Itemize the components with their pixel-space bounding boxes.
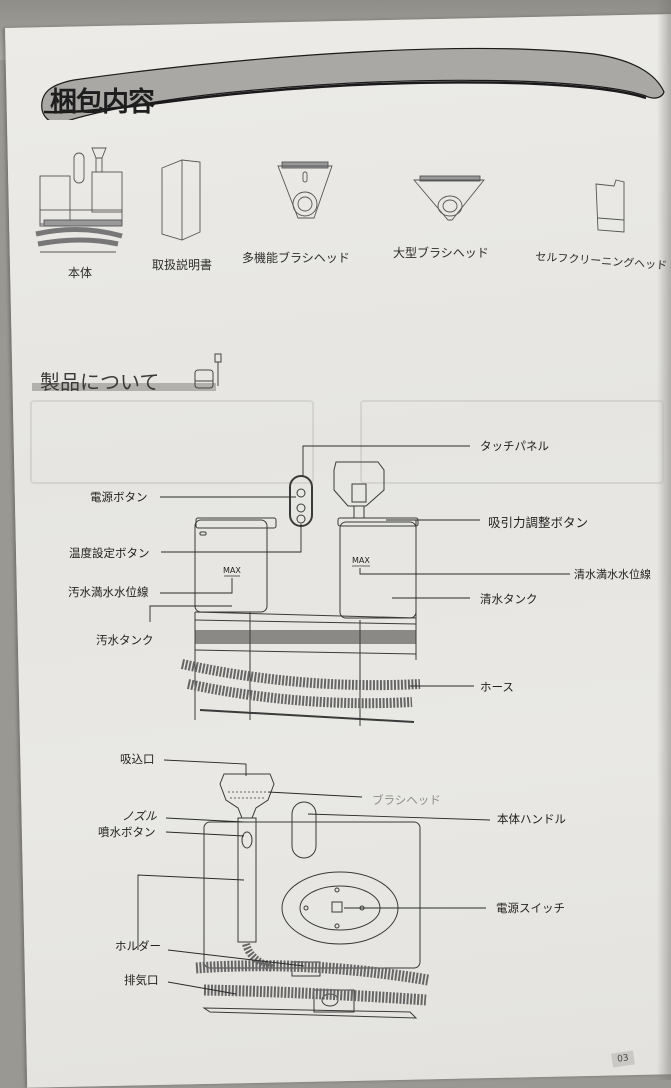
section-title-underline <box>32 383 216 391</box>
max-mark-clean: MAX <box>352 556 370 565</box>
package-item-label: 本体 <box>68 266 93 280</box>
callout-body-handle: 本体ハンドル <box>497 812 566 826</box>
callout-dirty-tank: 汚水タンク <box>96 633 154 647</box>
callout-suction-button: 吸引力調整ボタン <box>488 515 589 530</box>
callout-clean-tank: 清水タンク <box>480 592 538 606</box>
multi-brush-head-icon <box>277 161 333 219</box>
max-mark-dirty: MAX <box>223 566 241 575</box>
callout-temp-button: 温度設定ボタン <box>69 546 150 560</box>
package-contents-title: 梱包内容 <box>50 87 155 118</box>
hose-coil-back <box>195 942 429 1006</box>
package-item-label: 多機能ブラシヘッド <box>242 251 350 265</box>
package-item-label: 大型ブラシヘッド <box>393 246 489 260</box>
callout-exhaust: 排気口 <box>124 973 159 987</box>
callout-nozzle: ノズル <box>122 809 157 823</box>
callout-spray-button: 噴水ボタン <box>98 825 156 839</box>
callout-holder: ホルダー <box>115 939 161 953</box>
callout-power-switch: 電源スイッチ <box>496 901 565 915</box>
bleed-through-box <box>360 400 664 484</box>
callout-hose: ホース <box>480 680 514 694</box>
vacuum-unit-icon <box>35 147 123 253</box>
package-item-label: 取扱説明書 <box>152 258 213 272</box>
section-banner-package <box>41 47 665 120</box>
callout-dirty-max-line: 汚水満水水位線 <box>68 585 149 599</box>
callout-brush-head: ブラシヘッド <box>372 793 441 807</box>
self-cleaning-head-icon <box>595 179 625 233</box>
callout-power-button: 電源ボタン <box>90 490 148 504</box>
bleed-through-box <box>30 400 314 484</box>
callout-intake: 吸込口 <box>120 752 155 766</box>
large-brush-head-icon <box>413 175 485 221</box>
manual-booklet-icon <box>161 159 201 241</box>
callout-touch-panel: タッチパネル <box>480 439 549 453</box>
page-edge-shadow <box>657 0 671 1080</box>
package-items-illustrations <box>35 147 625 253</box>
callout-clean-max-line: 清水満水水位線 <box>574 568 651 581</box>
hose-coil <box>180 659 421 709</box>
product-section-title: 製品について <box>40 370 160 394</box>
small-unit-icon <box>194 353 222 389</box>
